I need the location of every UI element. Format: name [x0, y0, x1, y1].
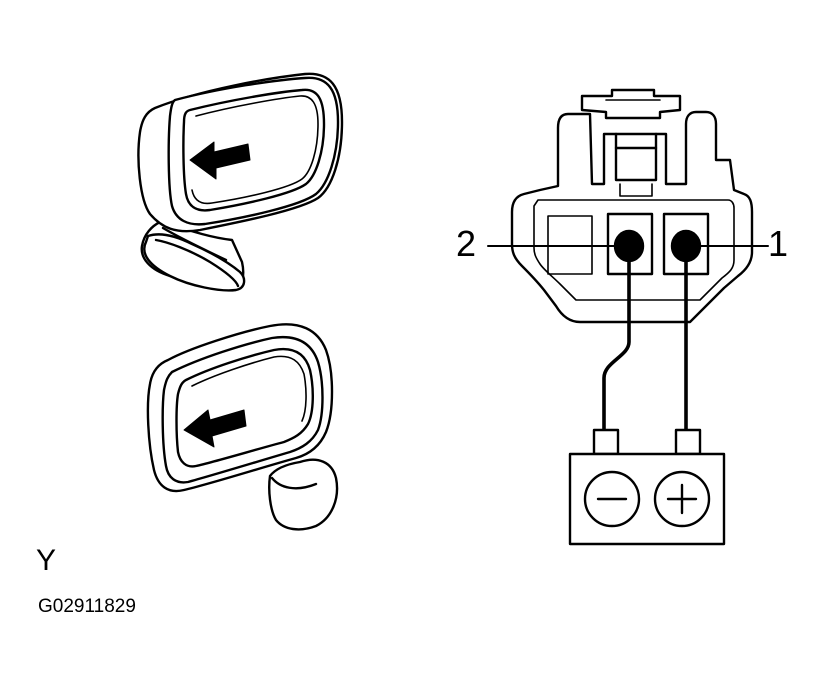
pin-1-label: 1: [768, 223, 789, 264]
arrow-left-icon: [189, 141, 251, 180]
battery-positive-symbol: +: [682, 499, 683, 500]
connector-icon: [510, 88, 754, 324]
mirror-top-icon: [137, 72, 344, 292]
test-leads: [602, 244, 688, 432]
battery-icon: [568, 428, 726, 546]
pin-2-label: 2: [456, 223, 477, 264]
view-letter: Y: [36, 544, 57, 577]
figure-code: G02911829: [38, 596, 136, 617]
battery-negative-symbol: −: [612, 499, 613, 500]
arrow-left-icon: [183, 409, 247, 448]
